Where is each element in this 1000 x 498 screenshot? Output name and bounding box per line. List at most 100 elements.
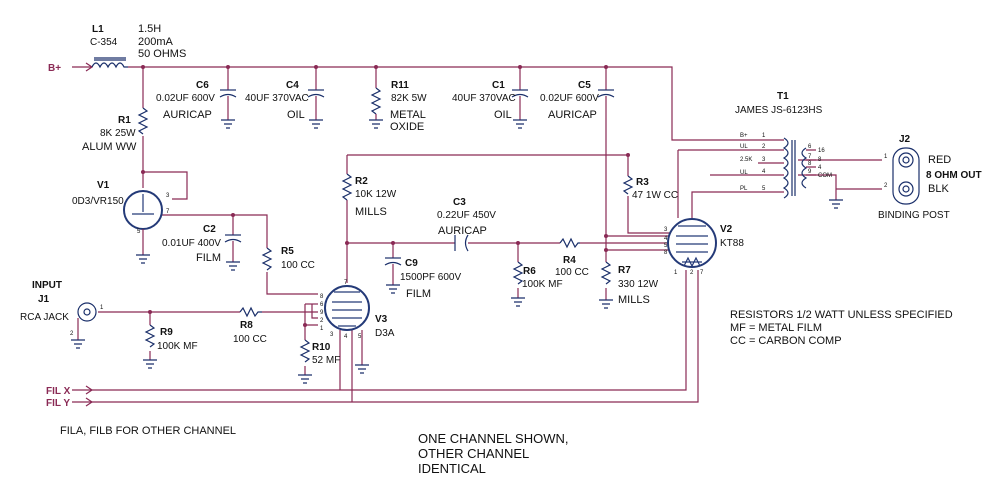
capacitor-c4: C4 40UF 370VAC OIL (245, 80, 325, 129)
t1-tap-1: B+ (740, 133, 748, 139)
capacitor-c3: C3 0.22UF 450V AURICAP (437, 197, 496, 252)
r7-type: MILLS (618, 294, 650, 306)
r5-ref: R5 (281, 246, 294, 257)
v2-pin-7: 7 (700, 270, 704, 276)
r5-value: 100 CC (281, 260, 315, 271)
c4-value: 40UF 370VAC (245, 93, 309, 104)
v3-ref: V3 (375, 314, 388, 325)
r11-type2: OXIDE (390, 121, 424, 133)
tube-v1: V1 0D3/VR150 3 7 5 (72, 180, 170, 264)
c3-type: AURICAP (438, 225, 487, 237)
r7-value: 330 12W (618, 279, 659, 290)
note-line3: CC = CARBON COMP (730, 335, 842, 347)
c5-ref: C5 (578, 80, 591, 91)
filx-rail (72, 270, 687, 391)
j1-ref: J1 (38, 294, 50, 305)
v2-pin-4: 4 (664, 236, 668, 242)
v3-part: D3A (375, 328, 395, 339)
v2-part: KT88 (720, 238, 744, 249)
r10-value: 52 MF (312, 355, 340, 366)
v3-pin-2: 2 (320, 318, 324, 324)
binding-post-j2: J2 1 2 RED 8 OHM OUT BLK BINDING POST (878, 134, 982, 221)
v2-pin-1: 1 (674, 270, 678, 276)
input-jack-j1: INPUT J1 RCA JACK 1 2 (20, 280, 104, 349)
c1-type: OIL (494, 109, 512, 121)
t1-sec-1: 16 (818, 148, 825, 154)
v3-pin-5: 5 (358, 334, 362, 340)
c2-type: FILM (196, 252, 221, 264)
j2-pin1: 1 (884, 154, 888, 160)
footer-line1: ONE CHANNEL SHOWN, (418, 431, 568, 446)
r9-value: 100K MF (157, 341, 198, 352)
c6-value: 0.02UF 600V (156, 93, 215, 104)
r2-type: MILLS (355, 206, 387, 218)
t1-tap-4: UL (740, 170, 748, 176)
v2-pin-5: 5 (664, 243, 668, 249)
t1-part: JAMES JS-6123HS (735, 105, 823, 116)
t1-sec-3: 4 (818, 165, 822, 171)
j2-red: RED (928, 154, 951, 166)
t1-sec-4: COM (818, 173, 832, 179)
capacitor-c9: C9 1500PF 600V FILM (384, 257, 461, 300)
tube-v3: V3 D3A 8 6 9 2 1 3 7 4 5 (320, 280, 395, 374)
v3-pin-4: 4 (344, 334, 348, 340)
c1-value: 40UF 370VAC (452, 93, 516, 104)
inductor-l1: L1 C-354 1.5H 200mA 50 OHMS (90, 23, 186, 69)
bplus-label: B+ (48, 63, 61, 74)
resistor-r3: R3 47 1W CC (622, 175, 678, 201)
resistor-r7: R7 330 12W MILLS (599, 261, 659, 309)
r1-ref: R1 (118, 115, 131, 126)
t1-sec-2: 8 (818, 157, 822, 163)
t1-tap-5: PL (740, 186, 748, 192)
r4-ref: R4 (563, 255, 576, 266)
c2-ref: C2 (203, 224, 216, 235)
v2-pin-2: 2 (690, 270, 694, 276)
j2-ref: J2 (899, 134, 911, 145)
resistor-r1: R1 8K 25W ALUM WW (82, 107, 149, 153)
r9-ref: R9 (160, 327, 173, 338)
fily-label: FIL Y (46, 398, 70, 409)
l1-value1: 1.5H (138, 23, 161, 35)
c4-type: OIL (287, 109, 305, 121)
v1-ref: V1 (97, 180, 110, 191)
l1-value2: 200mA (138, 36, 174, 48)
t1-pin-9: 9 (808, 169, 812, 175)
j1-pin1: 1 (100, 305, 104, 311)
r11-value: 82K 5W (391, 93, 427, 104)
r6-ref: R6 (523, 266, 536, 277)
r8-ref: R8 (240, 320, 253, 331)
v2-pin-8: 8 (664, 250, 668, 256)
j1-type: RCA JACK (20, 312, 69, 323)
c5-type: AURICAP (548, 109, 597, 121)
resistor-r6: R6 100K MF (511, 261, 563, 307)
j2-out: 8 OHM OUT (926, 170, 982, 181)
r1-type: ALUM WW (82, 141, 137, 153)
capacitor-c2: C2 0.01UF 400V FILM (162, 224, 242, 271)
v2-ref: V2 (720, 224, 733, 235)
footer-line3: IDENTICAL (418, 461, 486, 476)
v1-part: 0D3/VR150 (72, 196, 124, 207)
j1-pin2: 2 (70, 331, 74, 337)
t1-pin-1: 1 (762, 133, 766, 139)
c2-value: 0.01UF 400V (162, 238, 221, 249)
l1-value3: 50 OHMS (138, 48, 186, 60)
resistor-r8: R8 100 CC (233, 306, 267, 345)
r3-value: 47 1W CC (632, 190, 678, 201)
t1-pin-7: 7 (808, 154, 812, 160)
v2-pin-3: 3 (664, 227, 668, 233)
capacitor-c6: C6 0.02UF 600V AURICAP (156, 80, 237, 129)
resistor-r2: R2 10K 12W MILLS (341, 173, 397, 218)
t1-ref: T1 (777, 91, 789, 102)
t1-pin-6: 6 (808, 144, 812, 150)
c1-ref: C1 (492, 80, 505, 91)
capacitor-c5: C5 0.02UF 600V AURICAP (540, 80, 615, 121)
r11-type1: METAL (390, 109, 426, 121)
c9-ref: C9 (405, 258, 418, 269)
r4-value: 100 CC (555, 267, 589, 278)
l1-ref: L1 (92, 24, 104, 35)
resistor-r5: R5 100 CC (261, 246, 315, 271)
t1-pin-4: 4 (762, 169, 766, 175)
c9-value: 1500PF 600V (400, 272, 461, 283)
resistor-r11: R11 82K 5W METAL OXIDE (369, 80, 427, 133)
